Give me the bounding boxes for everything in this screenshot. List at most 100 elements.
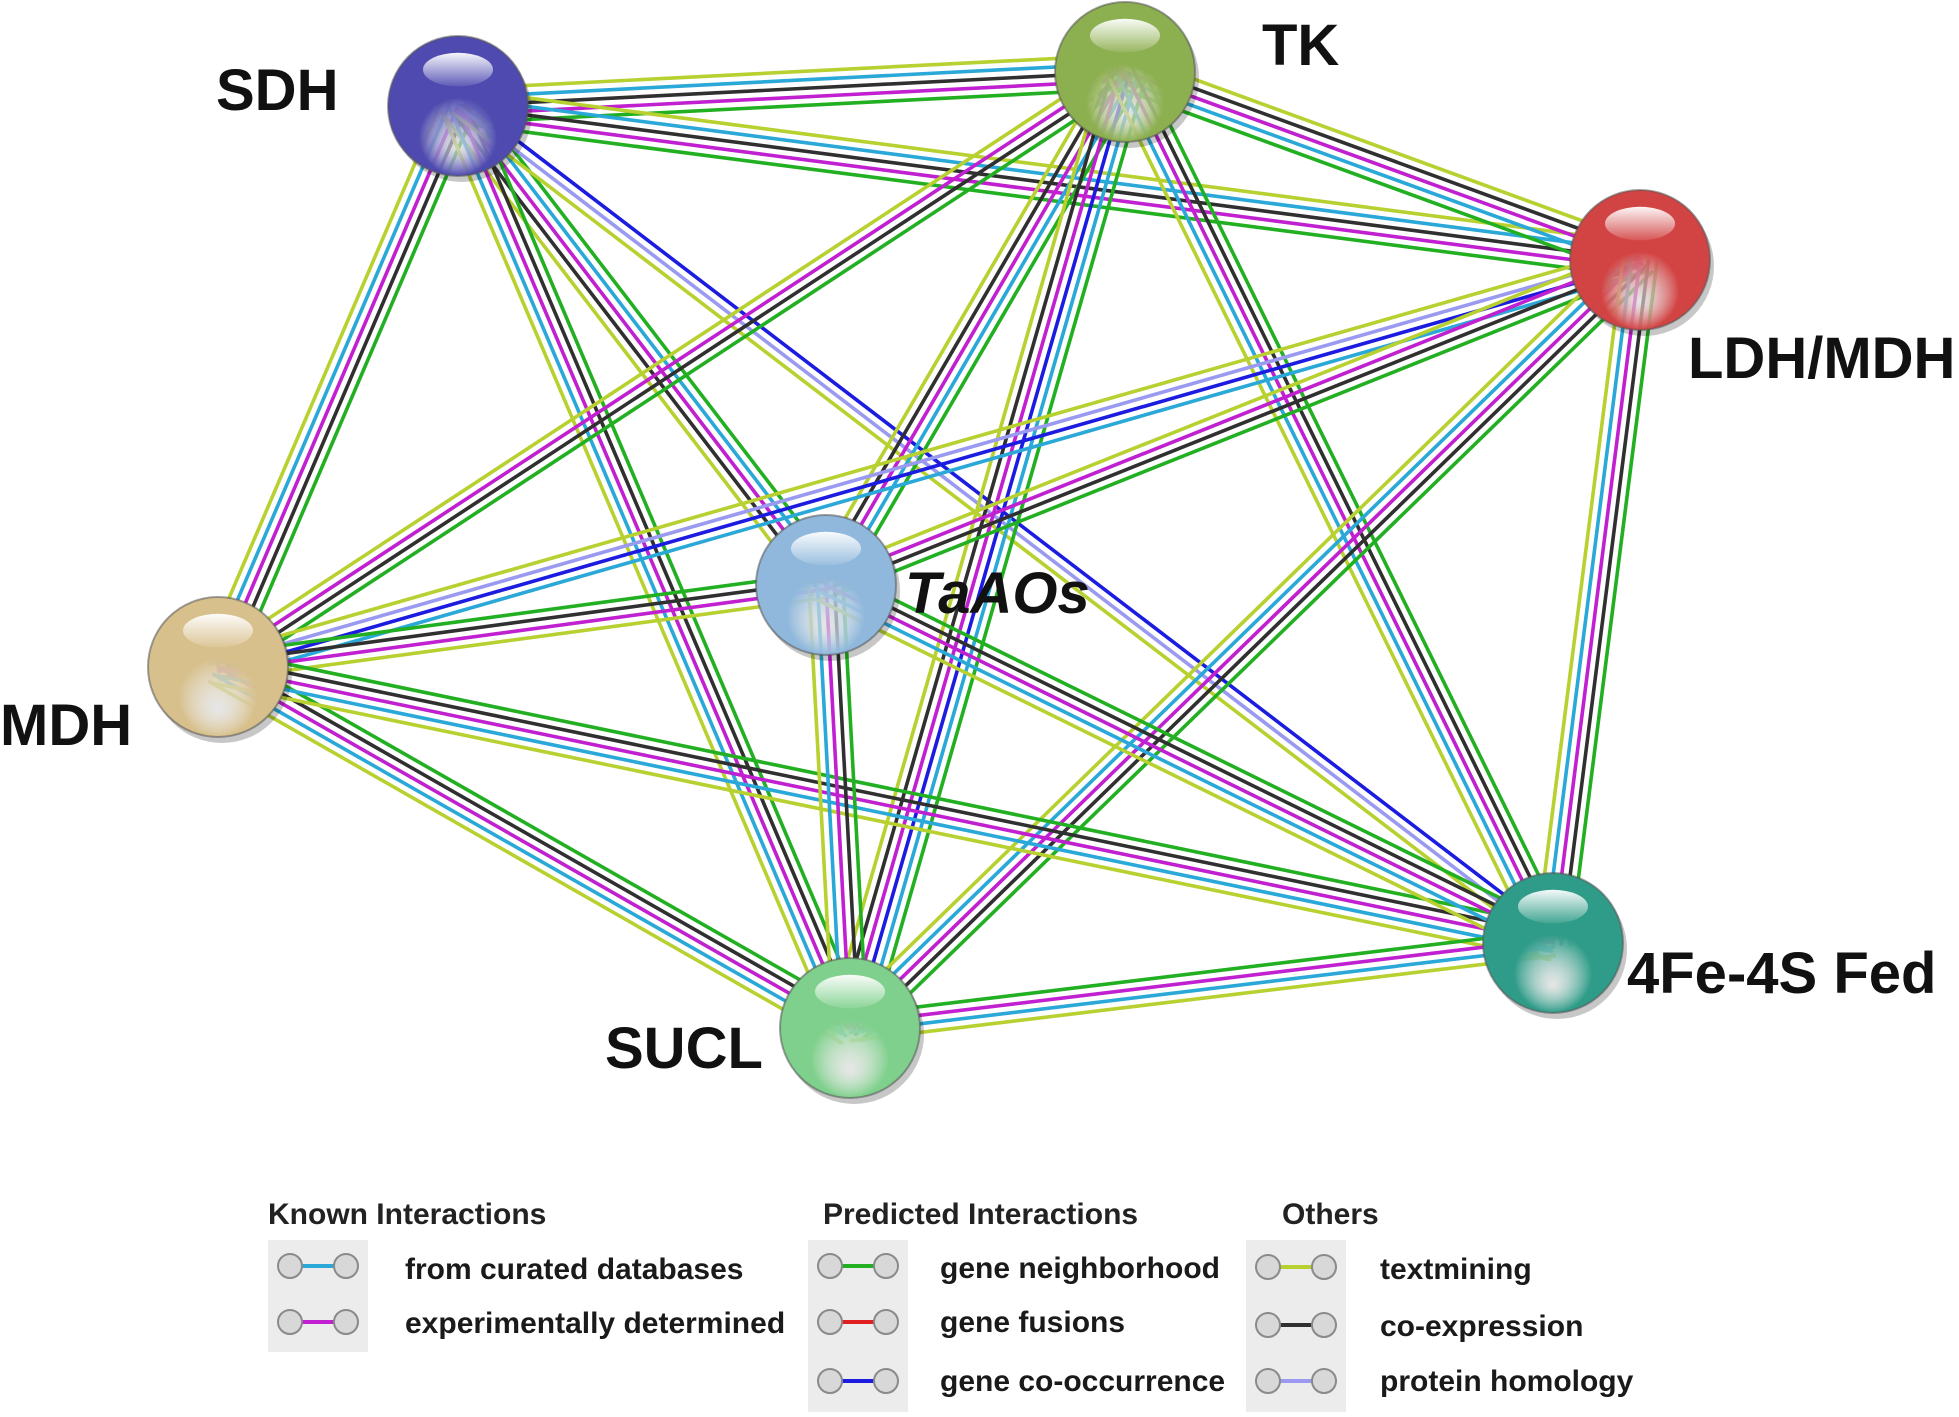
node-highlight (815, 974, 885, 1009)
edge-strand-textmining (200, 97, 445, 663)
edge-strand-textmining (836, 246, 1630, 1018)
node-label-TK: TK (1262, 13, 1339, 78)
legend-item-curated: from curated databases (277, 1253, 743, 1286)
legend-group-title: Predicted Interactions (823, 1198, 1138, 1231)
edge-strand-experimental (216, 104, 460, 669)
legend-node-swatch (873, 1368, 899, 1394)
legend-node-swatch (333, 1253, 359, 1279)
legend-node-swatch (1255, 1254, 1281, 1280)
edge-SDH-MDH[interactable] (200, 97, 476, 676)
edge-strand-neighborhood (1117, 86, 1636, 278)
edge-strand-cooccurrence (852, 71, 1131, 1031)
legend-item-label: textmining (1380, 1253, 1532, 1286)
edge-TK-FED[interactable] (1107, 62, 1571, 953)
edge-strand-curated (1542, 257, 1634, 944)
edge-strand-experimental (824, 583, 852, 1030)
edge-strand-experimental (847, 936, 1555, 1026)
legend-node-swatch (1255, 1368, 1281, 1394)
edge-strand-experimental (216, 665, 852, 1030)
edge-strand-experimental (455, 112, 1641, 271)
node-TaAOs[interactable] (755, 514, 900, 661)
legend-node-swatch (873, 1309, 899, 1335)
legend-item-experimental: experimentally determined (277, 1307, 785, 1340)
edge-strand-textmining (819, 246, 1638, 576)
edge-strand-curated (1115, 73, 1548, 949)
edge-strand-textmining (217, 595, 830, 682)
node-highlight (423, 52, 493, 87)
edge-strand-textmining (212, 681, 1552, 962)
edge-MDH-FED[interactable] (212, 648, 1559, 962)
legend-node-swatch (333, 1309, 359, 1335)
node-sphere (755, 514, 897, 656)
legend-item-label: gene fusions (940, 1306, 1125, 1339)
node-LDH[interactable] (1569, 189, 1714, 336)
edge-strand-textmining (209, 59, 1120, 659)
edge-strand-neighborhood (457, 87, 1128, 125)
node-SDH[interactable] (387, 35, 532, 182)
edge-strand-textmining (816, 598, 1548, 961)
legend-node-swatch (1311, 1368, 1337, 1394)
edges-layer (200, 53, 1659, 1045)
edge-strand-neighborhood (831, 567, 1563, 930)
edge-MDH-TaAOs[interactable] (214, 570, 830, 682)
edge-SUCL-FED[interactable] (846, 928, 1557, 1043)
node-label-LDH: LDH/MDH (1688, 326, 1955, 391)
edge-strand-experimental (822, 254, 1641, 583)
node-sphere (779, 957, 921, 1099)
legend-node-swatch (1311, 1312, 1337, 1338)
edge-strand-neighborhood (214, 570, 827, 657)
edge-strand-homology (456, 104, 1555, 945)
edge-strand-textmining (455, 53, 1126, 91)
legend-node-swatch (277, 1253, 303, 1279)
edge-strand-coexpression (215, 578, 828, 665)
edge-strand-textmining (442, 114, 815, 598)
edge-strand-curated (214, 673, 1554, 954)
edge-strand-coexpression (463, 100, 860, 1027)
edge-strand-textmining (207, 679, 844, 1045)
edge-strand-neighborhood (224, 650, 861, 1016)
node-label-SUCL: SUCL (605, 1016, 763, 1081)
edge-strand-experimental (844, 69, 1123, 1029)
edge-strand-neighborhood (838, 78, 1142, 596)
edge-strand-coexpression (835, 66, 1115, 1027)
node-sphere (1054, 1, 1196, 143)
legend-item-neighborhood: gene neighborhood (817, 1252, 1220, 1285)
edge-TaAOs-SUCL[interactable] (807, 582, 869, 1031)
edge-TK-LDH[interactable] (1117, 54, 1648, 278)
edge-MDH-SUCL[interactable] (207, 650, 861, 1045)
edge-SDH-SUCL[interactable] (440, 97, 868, 1037)
edge-TK-TaAOs[interactable] (809, 61, 1142, 596)
node-SUCL[interactable] (779, 957, 924, 1104)
edge-strand-neighborhood (841, 582, 869, 1029)
edge-TK-MDH[interactable] (209, 59, 1134, 680)
node-highlight (183, 613, 253, 648)
edge-strand-neighborhood (223, 80, 1134, 680)
edge-strand-textmining (1107, 77, 1540, 953)
legend-group-title: Others (1282, 1198, 1379, 1231)
legend-item-label: experimentally determined (405, 1307, 785, 1340)
edge-strand-neighborhood (219, 648, 1559, 929)
edge-SDH-TK[interactable] (455, 53, 1128, 125)
edge-LDH-FED[interactable] (1534, 256, 1659, 947)
edge-TaAOs-FED[interactable] (816, 567, 1563, 961)
legend-node-swatch (817, 1253, 843, 1279)
node-FED[interactable] (1482, 872, 1627, 1019)
edge-LDH-SUCL[interactable] (836, 246, 1654, 1042)
edge-strand-coexpression (218, 73, 1130, 673)
edge-strand-neighborhood (471, 97, 868, 1024)
node-MDH[interactable] (147, 596, 292, 743)
edge-LDH-TaAOs[interactable] (819, 246, 1647, 599)
edge-strand-homology (215, 254, 1641, 665)
node-TK[interactable] (1054, 1, 1199, 148)
legend-node-swatch (817, 1368, 843, 1394)
edge-strand-curated (457, 95, 1643, 254)
edge-strand-neighborhood (1568, 260, 1659, 947)
edge-strand-curated (455, 61, 1127, 100)
edge-strand-coexpression (1559, 259, 1651, 946)
node-label-MDH: MDH (0, 693, 132, 758)
edge-strand-experimental (848, 258, 1642, 1030)
edge-strand-textmining (1129, 54, 1648, 246)
